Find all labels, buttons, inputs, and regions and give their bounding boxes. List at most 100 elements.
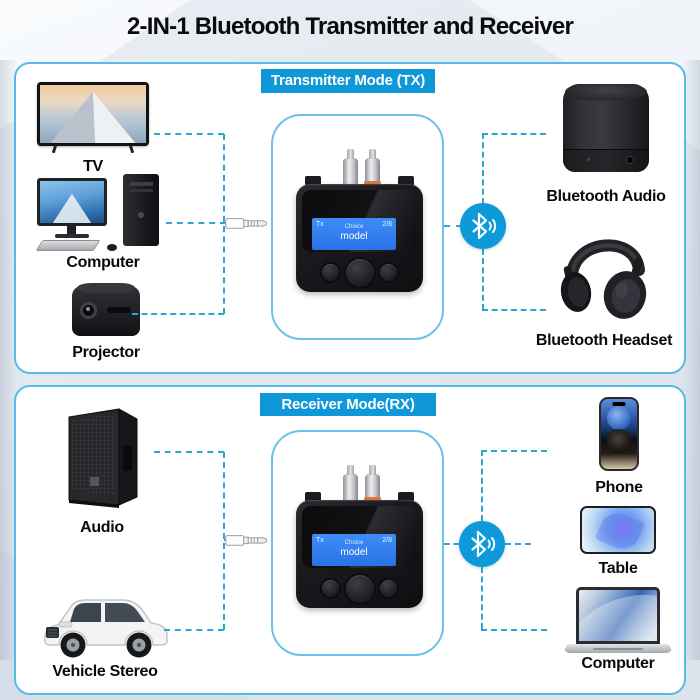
connector-line — [482, 133, 546, 135]
speaker-led — [587, 158, 590, 161]
aux-jack-icon — [225, 535, 267, 546]
rca-connector-red — [364, 465, 381, 504]
lcd-small-text: Choice — [344, 540, 364, 546]
device-antenna-tab — [305, 492, 321, 502]
lcd-main-text: model — [340, 231, 368, 242]
laptop-trackpad — [593, 648, 643, 650]
sink-node-bluetooth-headset: Bluetooth Headset — [522, 222, 686, 350]
connector-line — [154, 133, 224, 135]
connector-line — [481, 450, 547, 452]
laptop-wallpaper-swoosh — [579, 590, 657, 641]
rca-connector-white — [343, 149, 358, 186]
device-antenna-tab — [398, 492, 414, 502]
projector-lens — [80, 302, 97, 319]
tablet-wallpaper-petal — [594, 508, 646, 552]
device-next-button — [380, 264, 397, 281]
lcd-center-text: Choice model — [312, 224, 396, 242]
bt-transceiver-box: Tx 2/8 Choice model — [271, 430, 444, 656]
source-node-audio: Audio — [36, 407, 168, 537]
mountain-art — [52, 193, 92, 223]
suv-car-icon — [44, 599, 168, 658]
device-play-button — [346, 259, 374, 287]
panel-transmitter-mode: Transmitter Mode (TX) TV — [14, 62, 686, 374]
pc-monitor — [37, 178, 107, 226]
connector-line — [444, 225, 462, 227]
pc-drive-bay — [130, 182, 153, 186]
device-screen-glass: Tx 2/8 Choice model — [302, 190, 417, 252]
pc-power-button — [138, 212, 144, 218]
connector-line — [482, 309, 546, 311]
device-antenna-tab — [305, 176, 321, 186]
pc-monitor-base — [55, 234, 89, 238]
phone-wallpaper-circle — [607, 406, 631, 430]
projector-vent — [107, 307, 131, 313]
pc-keyboard — [35, 240, 101, 251]
smartphone-icon — [599, 397, 639, 471]
tv-icon — [37, 82, 149, 154]
headphones-icon — [560, 239, 647, 319]
connector-line — [166, 222, 226, 224]
connector-line — [482, 249, 484, 310]
lcd-screen: Tx 2/8 Choice model — [312, 534, 396, 566]
lcd-center-text: Choice model — [312, 540, 396, 558]
lcd-small-text: Choice — [344, 224, 364, 230]
rca-connector-white — [343, 465, 358, 502]
lcd-screen: Tx 2/8 Choice model — [312, 218, 396, 250]
node-label: Bluetooth Headset — [535, 332, 673, 349]
laptop-icon — [563, 587, 673, 653]
node-label: TV — [83, 158, 103, 175]
phone-wallpaper-circle — [607, 429, 631, 453]
connector-line — [444, 543, 459, 545]
node-label: Bluetooth Audio — [546, 188, 666, 205]
sink-node-tablet: Table — [560, 506, 676, 578]
pc-monitor-stand — [67, 226, 76, 235]
aux-jack-icon — [225, 218, 267, 229]
bluetooth-icon — [460, 203, 506, 249]
source-node-vehicle-stereo: Vehicle Stereo — [26, 585, 184, 681]
rca-connector-red — [364, 149, 381, 188]
bt-transceiver-device: Tx 2/8 Choice model — [296, 500, 423, 608]
lcd-mode-text: Tx — [316, 221, 324, 228]
connector-line — [164, 629, 224, 631]
connector-line — [223, 134, 225, 314]
connector-line — [132, 313, 224, 315]
lcd-main-text: model — [340, 547, 368, 558]
mountain-shade — [50, 91, 96, 143]
desktop-computer-icon — [35, 174, 169, 252]
pc-mouse — [107, 244, 117, 251]
connector-line — [482, 133, 484, 204]
laptop-screen — [576, 587, 660, 644]
node-label: Table — [598, 560, 638, 577]
sink-node-phone: Phone — [564, 397, 674, 497]
pa-speaker-icon — [68, 408, 138, 508]
device-prev-button — [322, 580, 339, 597]
source-node-projector: Projector — [56, 283, 156, 362]
connector-line — [223, 452, 225, 630]
lcd-page-indicator: 2/8 — [382, 221, 392, 228]
device-antenna-tab — [398, 176, 414, 186]
pc-tower — [123, 174, 159, 246]
node-label: Vehicle Stereo — [52, 663, 158, 680]
lcd-mode-text: Tx — [316, 537, 324, 544]
connector-line — [481, 567, 483, 629]
phone-notch — [612, 402, 626, 406]
device-prev-button — [322, 264, 339, 281]
tx-mode-header: Transmitter Mode (TX) — [261, 69, 435, 93]
connector-line — [505, 543, 531, 545]
page-title: 2-IN-1 Bluetooth Transmitter and Receive… — [127, 13, 574, 40]
pc-drive-bay — [130, 189, 153, 192]
device-screen-glass: Tx 2/8 Choice model — [302, 506, 417, 568]
bluetooth-speaker-icon — [563, 84, 649, 172]
device-next-button — [380, 580, 397, 597]
connector-line — [481, 450, 483, 521]
sink-node-computer: Computer — [558, 587, 678, 673]
node-label: Projector — [72, 344, 140, 361]
node-label: Audio — [80, 519, 124, 536]
projector-icon — [72, 283, 140, 336]
tv-leg — [51, 144, 58, 154]
connector-line — [481, 629, 547, 631]
lcd-page-indicator: 2/8 — [382, 537, 392, 544]
bt-transceiver-device: Tx 2/8 Choice model — [296, 184, 423, 292]
pc-wallpaper — [40, 181, 104, 223]
